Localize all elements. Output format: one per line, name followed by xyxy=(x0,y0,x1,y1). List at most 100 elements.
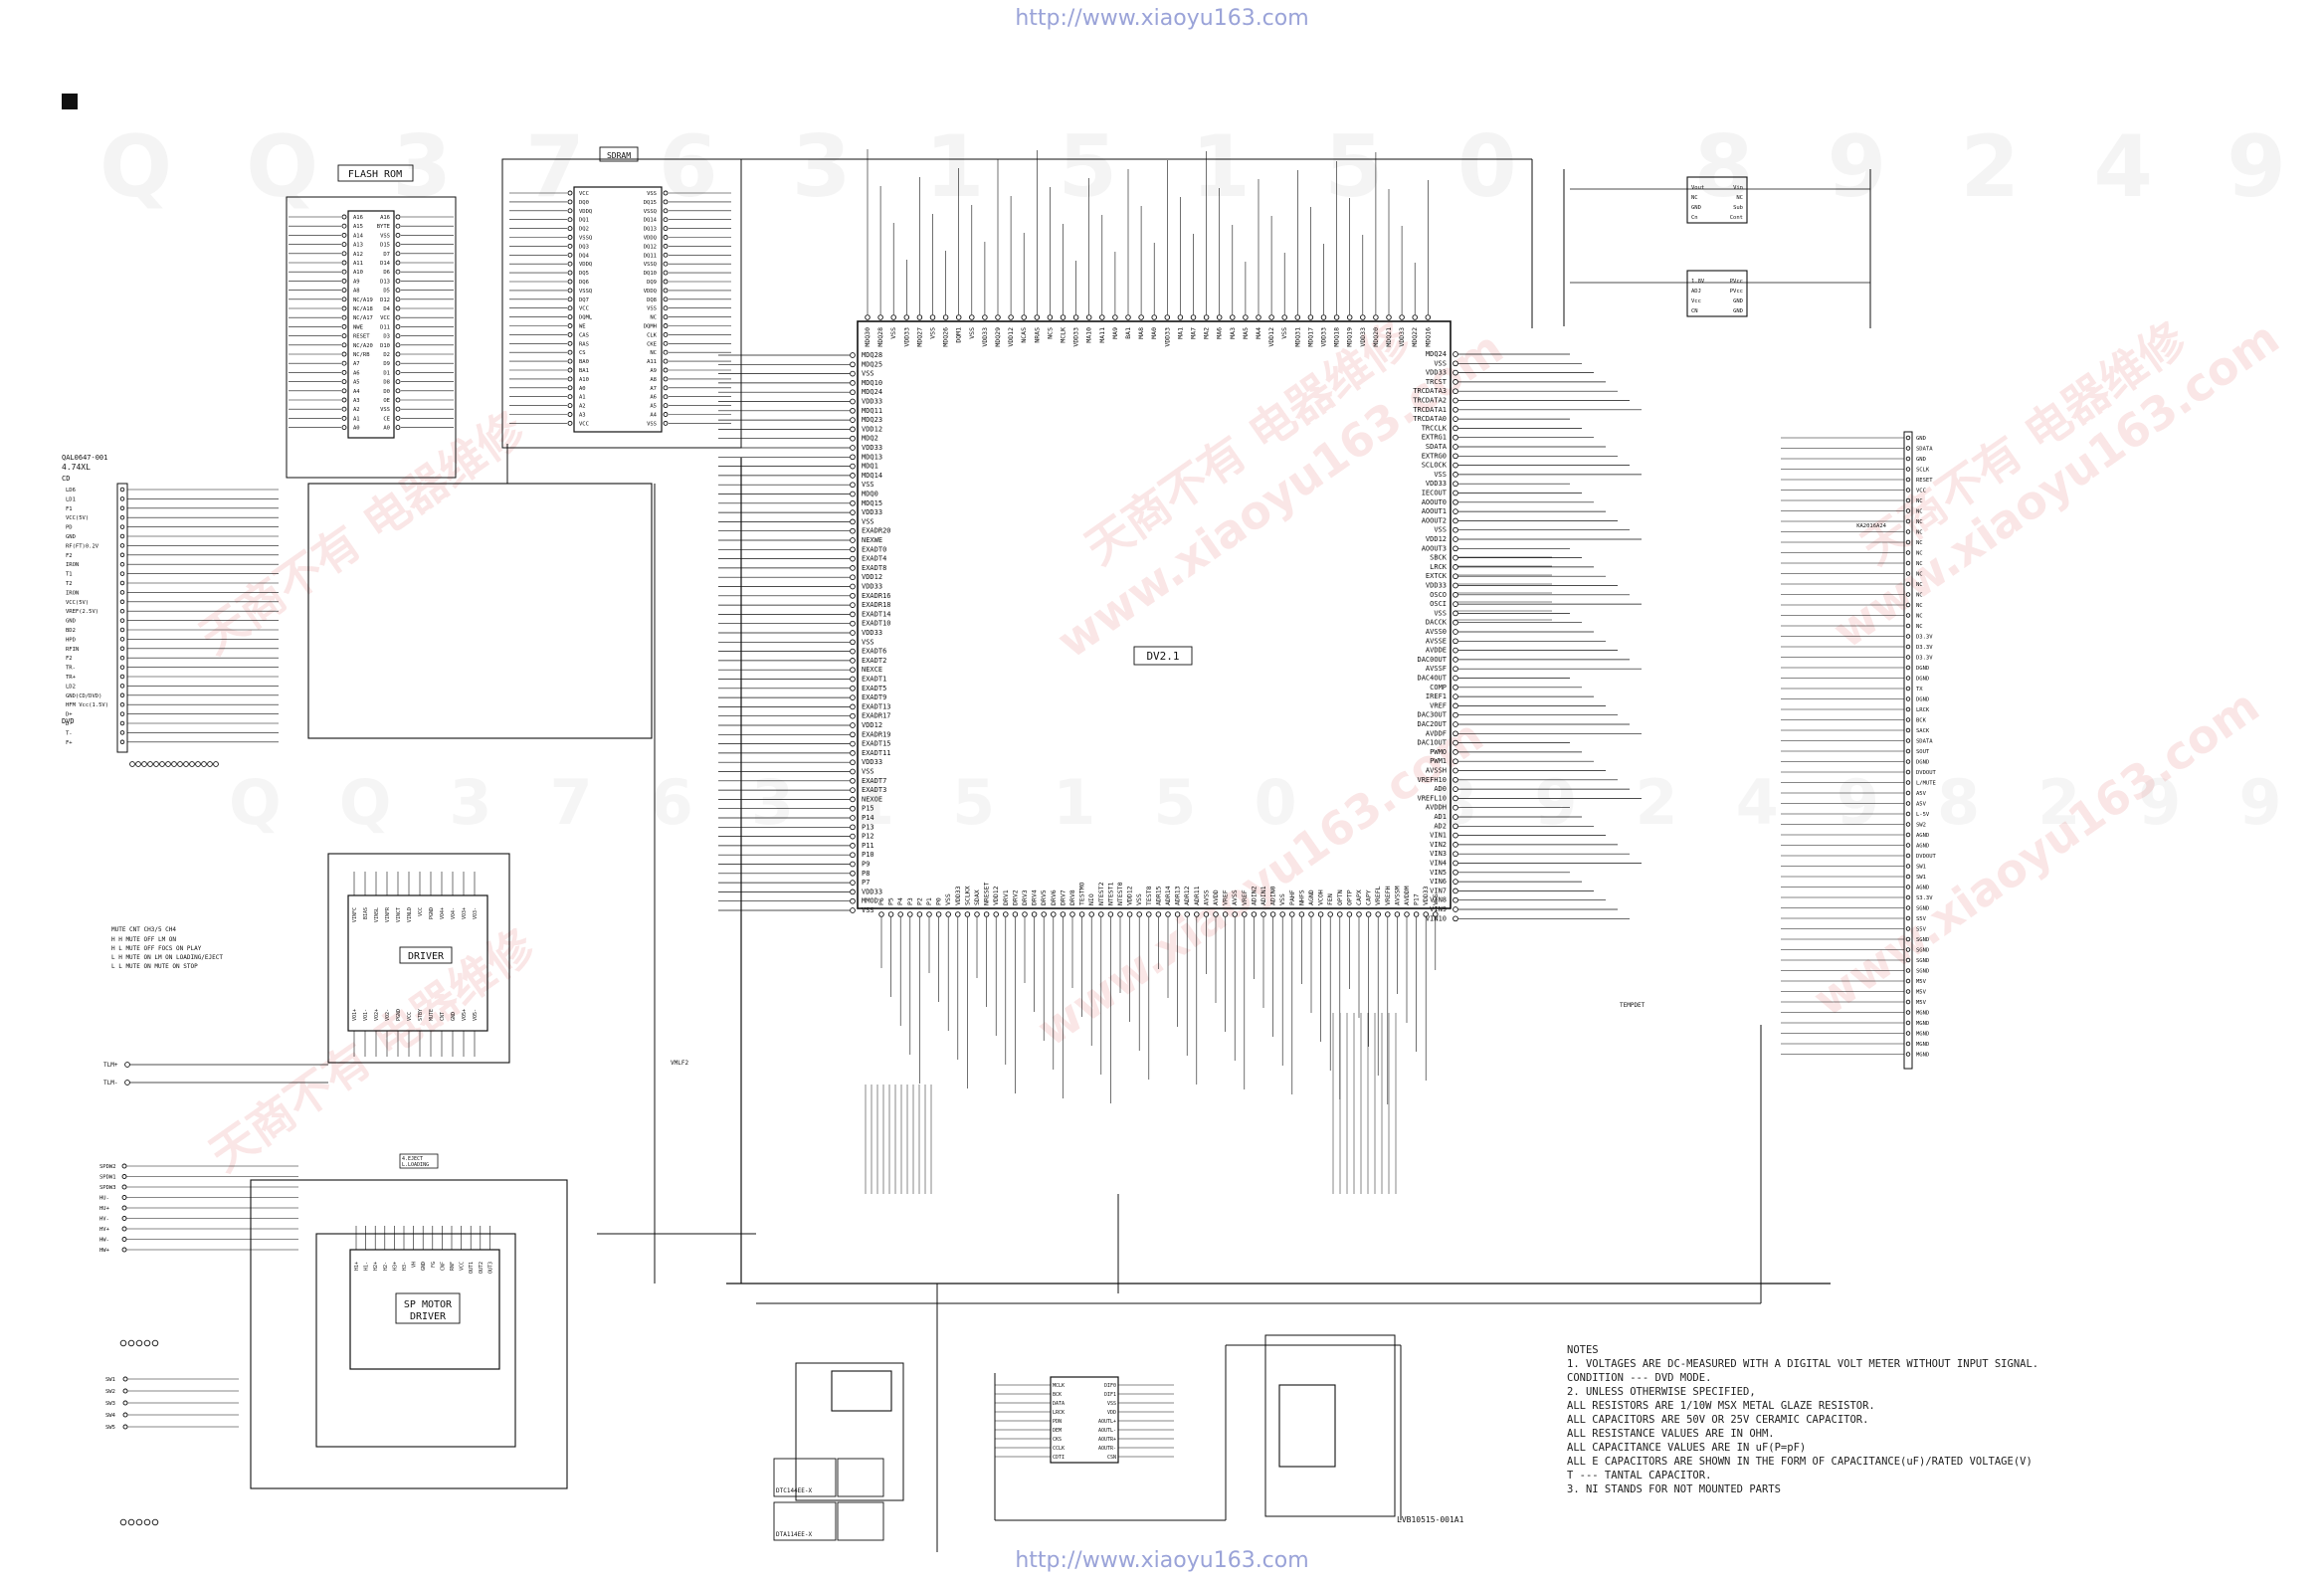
ic-bottom-pin-label: DRV4 xyxy=(1031,889,1039,905)
ic-left-pin-label: EXADR18 xyxy=(862,601,891,609)
ic-right-pin-terminal xyxy=(1452,647,1458,654)
flash-pin-terminal xyxy=(395,314,401,320)
ic-left-pin-label: EXADT4 xyxy=(862,555,886,563)
right-connector-terminal xyxy=(1905,696,1911,701)
spindle-pin-terminal xyxy=(121,1205,127,1211)
header-url[interactable]: http://www.xiaoyu163.com xyxy=(1015,6,1309,31)
ic-bottom-pin-label: SCLKX xyxy=(963,886,971,905)
ic-bottom-pin-terminal xyxy=(1146,911,1152,917)
reset-frame xyxy=(795,1362,904,1501)
note-line: ALL RESISTANCE VALUES ARE IN OHM. xyxy=(1567,1428,1775,1440)
flash-pin-label: VSS xyxy=(380,233,390,239)
sdram-pin-terminal xyxy=(567,252,573,258)
flash-pin-label: VCC xyxy=(380,315,390,321)
reg-pin-label: ADJ xyxy=(1691,289,1701,295)
right-connector-terminal xyxy=(1905,885,1911,889)
ic-bottom-pin-label: TEST8 xyxy=(1145,886,1153,905)
ic-bottom-pin-label: NRESET xyxy=(983,882,991,905)
right-connector-label: SGND xyxy=(1916,958,1929,964)
ic-left-pin-label: P7 xyxy=(862,879,870,887)
ic-left-pin-terminal xyxy=(850,499,856,506)
dac-pin-label: CDTI xyxy=(1053,1455,1065,1461)
reg-pin-label: NC xyxy=(1691,195,1698,201)
ic-left-pin-terminal xyxy=(850,352,856,358)
ic-top-pin-label: MA8 xyxy=(1137,327,1145,339)
mute-table-header: MUTE CNT CH3/5 CH4 xyxy=(111,926,176,933)
flash-pin-terminal xyxy=(395,214,401,220)
connector-pin-terminal xyxy=(119,590,125,595)
flash-pin-label: D8 xyxy=(383,380,390,386)
ic-top-pin-terminal xyxy=(1268,314,1274,320)
ic-right-pin-label: EXTCK xyxy=(1426,572,1448,580)
ic-left-pin-terminal xyxy=(850,787,856,793)
spindle-pin-label: HU- xyxy=(99,1196,109,1202)
ic-left-pin-label: EXADT9 xyxy=(862,693,886,701)
flash-pin-terminal xyxy=(341,223,347,229)
ic-bottom-pin-label: AVSS xyxy=(1231,889,1239,905)
reg-pin-label: NC xyxy=(1736,195,1743,201)
driver-pin-label: BIAS xyxy=(363,907,369,919)
ic-bottom-pin-terminal xyxy=(897,911,903,917)
ic-right-pin-terminal xyxy=(1452,601,1458,607)
ic-bottom-pin-label: OPTN xyxy=(1336,889,1344,905)
right-connector-terminal xyxy=(1905,706,1911,712)
ic-top-pin-label: MA4 xyxy=(1255,327,1262,339)
ic-right-pin-label: VIN4 xyxy=(1430,860,1447,868)
spindle-pin-terminal xyxy=(121,1237,127,1242)
footer-url[interactable]: http://www.xiaoyu163.com xyxy=(1015,1548,1309,1573)
sp-pin-label: H2+ xyxy=(373,1262,379,1271)
ic-right-pin-label: AVDDH xyxy=(1426,804,1447,812)
ic-left-pin-terminal xyxy=(850,861,856,868)
driver-pin-label: VO2- xyxy=(385,1009,391,1021)
right-connector-terminal xyxy=(1905,623,1911,629)
flash-pin-label: D13 xyxy=(380,279,390,285)
ic-right-pin-terminal xyxy=(1452,573,1458,580)
ic-top-pin-terminal xyxy=(1386,314,1392,320)
ic-left-pin-terminal xyxy=(850,740,856,747)
right-connector-terminal xyxy=(1905,915,1911,921)
ic-left-pin-terminal xyxy=(850,518,856,525)
ic-left-pin-terminal xyxy=(850,685,856,691)
ic-top-pin-label: MA1 xyxy=(1176,327,1184,339)
right-connector-terminal xyxy=(1905,999,1911,1005)
ic-top-pin-label: VDD33 xyxy=(902,327,910,347)
ic-bottom-pin-terminal xyxy=(1375,911,1381,917)
flash-pin-label: D15 xyxy=(380,243,390,249)
opamp-ic xyxy=(1278,1384,1336,1468)
sdram-pin-terminal xyxy=(567,208,573,214)
ic-right-pin-label: AOOUT3 xyxy=(1422,544,1447,552)
ic-left-pin-terminal xyxy=(850,389,856,396)
sdram-pin-label: DQ5 xyxy=(579,271,589,277)
driver-pin-label: VINCT xyxy=(396,907,402,922)
ic-left-pin-label: MDQ2 xyxy=(862,435,878,443)
spindle-pin-label: HU+ xyxy=(99,1206,110,1212)
sdram-pin-terminal xyxy=(663,252,669,258)
ic-right-pin-terminal xyxy=(1452,490,1458,496)
sp-frame xyxy=(315,1233,516,1448)
flash-pin-terminal xyxy=(341,351,347,357)
sdram-pin-label: DQ10 xyxy=(644,271,657,277)
ic-bottom-pin-terminal xyxy=(1136,911,1142,917)
flash-pin-terminal xyxy=(395,397,401,403)
flash-rom-ic xyxy=(347,210,395,439)
right-connector-label: A5V xyxy=(1916,802,1927,808)
ic-top-pin-label: MA9 xyxy=(1111,327,1119,339)
sdram-pin-terminal xyxy=(663,261,669,267)
flash-pin-terminal xyxy=(395,369,401,375)
sdram-pin-label: A11 xyxy=(647,359,657,365)
right-connector-terminal xyxy=(1905,1010,1911,1015)
right-connector-terminal xyxy=(1905,801,1911,806)
sp-pin-label: RNF xyxy=(450,1262,456,1271)
mute-table-row: L L MUTE ON MUTE ON STOP xyxy=(111,963,198,970)
ic-bottom-pin-label: NIO xyxy=(1087,893,1095,905)
right-connector-label: MGND xyxy=(1916,1042,1929,1048)
right-connector-label: SGND xyxy=(1916,969,1929,975)
ic-right-pin-label: AOOUT1 xyxy=(1422,507,1447,515)
ic-bottom-pin-label: DRV8 xyxy=(1068,889,1076,905)
right-connector-label: TX xyxy=(1916,687,1923,692)
sdram-pin-label: A6 xyxy=(650,395,657,401)
flash-pin-terminal xyxy=(341,305,347,311)
right-connector-terminal xyxy=(1905,843,1911,848)
ic-top-pin-terminal xyxy=(1021,314,1027,320)
sdram-pin-terminal xyxy=(663,376,669,382)
